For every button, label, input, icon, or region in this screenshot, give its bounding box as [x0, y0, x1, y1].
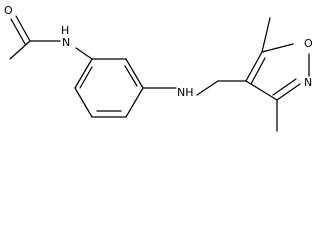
amide-hydrogen-label: H — [61, 24, 69, 37]
amine-label: NH — [177, 86, 194, 99]
bond-carbonyl-double-1 — [15, 15, 31, 42]
bond-methyl-carbonyl — [9, 40, 31, 60]
ring-inner-double-1 — [124, 65, 138, 87]
ring-bond-5 — [74, 87, 93, 118]
isoxazole-bond-n-c3 — [276, 83, 301, 101]
ring-bond-3 — [125, 87, 144, 118]
isoxazole-bond-c4-c5 — [245, 51, 263, 82]
ring-inner-double-3 — [79, 66, 93, 89]
methyl-bond-c5 — [261, 17, 271, 53]
ring-nitrogen-label: N — [304, 76, 312, 89]
bond-carbonyl-double-2 — [10, 18, 26, 45]
ring-oxygen-label: O — [304, 37, 313, 50]
isoxazole-bond-c5-o — [261, 43, 294, 53]
bond-lines — [9, 15, 310, 132]
isoxazole-bond-n-c3-double — [272, 78, 297, 96]
chemical-structure-canvas: O N H NH O N — [4, 4, 313, 132]
isoxazole-bond-c3-c4 — [245, 80, 278, 101]
isoxazole-bond-c4-c5-double — [250, 57, 266, 85]
amide-nitrogen-label: N — [62, 36, 70, 49]
atom-labels: O N H NH O N — [4, 4, 313, 99]
carbonyl-oxygen-label: O — [4, 4, 13, 17]
ring-bond-6 — [74, 58, 93, 89]
bond-amine-methylene — [196, 80, 219, 96]
ring-bond-2 — [125, 58, 144, 89]
bond-amide-ring — [75, 47, 93, 60]
molecule-drawing: O N H NH O N — [4, 4, 313, 132]
